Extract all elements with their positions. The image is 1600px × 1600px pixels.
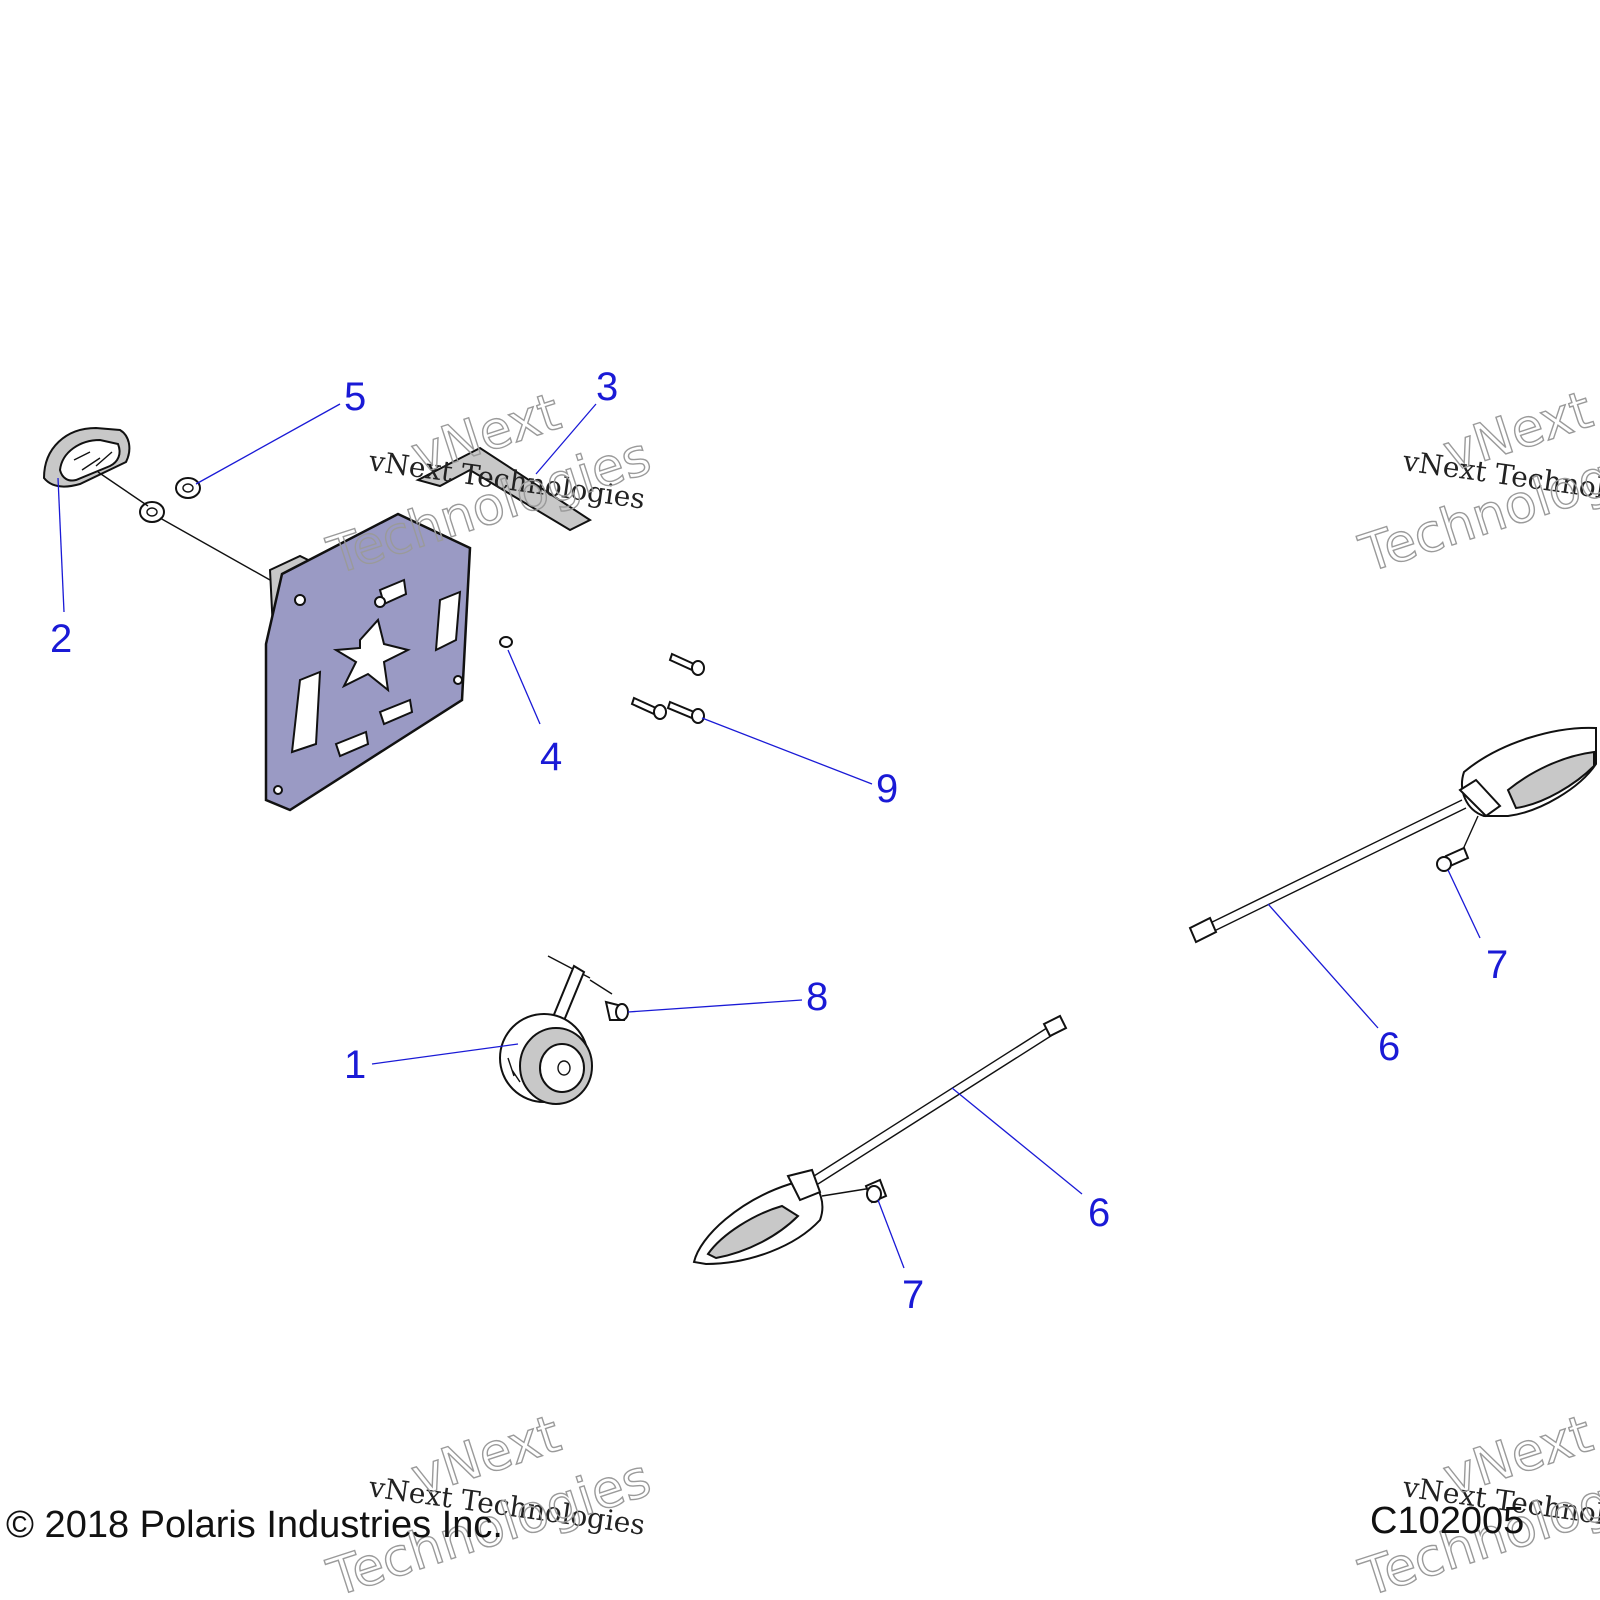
callout-6b: 6 xyxy=(1088,1191,1110,1235)
grommet-lower xyxy=(139,501,165,523)
horn xyxy=(499,955,593,1105)
leader-8 xyxy=(627,999,803,1013)
callout-7b: 7 xyxy=(902,1273,924,1317)
grommet-upper xyxy=(175,477,201,499)
callout-9: 9 xyxy=(876,767,898,811)
figure-id: C102005 xyxy=(1370,1500,1525,1542)
watermark-bottom-right-outline: vNext Technologies xyxy=(1352,1403,1600,1600)
callout-7a: 7 xyxy=(1486,943,1508,987)
leader-5 xyxy=(195,403,341,485)
callout-labels: 1 2 3 4 5 6 6 7 7 8 9 xyxy=(50,365,1508,1317)
callout-6a: 6 xyxy=(1378,1025,1400,1069)
tail-light-wire xyxy=(97,471,271,581)
leader-7b xyxy=(877,1199,905,1269)
leader-3 xyxy=(535,403,597,475)
turn-signal-screw-right xyxy=(1436,846,1470,872)
copyright-notice: © 2018 Polaris Industries Inc. xyxy=(6,1504,503,1546)
callout-4: 4 xyxy=(540,735,562,779)
screw-left xyxy=(630,696,667,720)
callout-1: 1 xyxy=(344,1043,366,1087)
leader-1 xyxy=(371,1043,519,1065)
watermark-top-right-outline: vNext Technologies xyxy=(1352,379,1600,585)
turn-signal-right xyxy=(1188,726,1597,944)
nut xyxy=(499,636,513,648)
leader-6a xyxy=(1267,903,1379,1029)
callout-3: 3 xyxy=(596,365,618,409)
leader-6b xyxy=(951,1087,1083,1195)
callout-8: 8 xyxy=(806,975,828,1019)
callout-5: 5 xyxy=(344,375,366,419)
screw-top xyxy=(668,652,705,676)
license-plate-bracket xyxy=(264,446,593,812)
turn-signal-screw-left xyxy=(864,1178,888,1204)
leader-7a xyxy=(1447,869,1481,939)
tail-light-housing xyxy=(42,426,131,488)
turn-signal-left xyxy=(692,1014,1068,1266)
horn-bolt xyxy=(589,979,629,1021)
leader-4 xyxy=(507,649,541,725)
leader-2 xyxy=(57,477,65,613)
leader-9 xyxy=(701,717,873,785)
leader-lines xyxy=(57,403,1481,1269)
callout-2: 2 xyxy=(50,617,72,661)
screw-right xyxy=(666,700,705,724)
